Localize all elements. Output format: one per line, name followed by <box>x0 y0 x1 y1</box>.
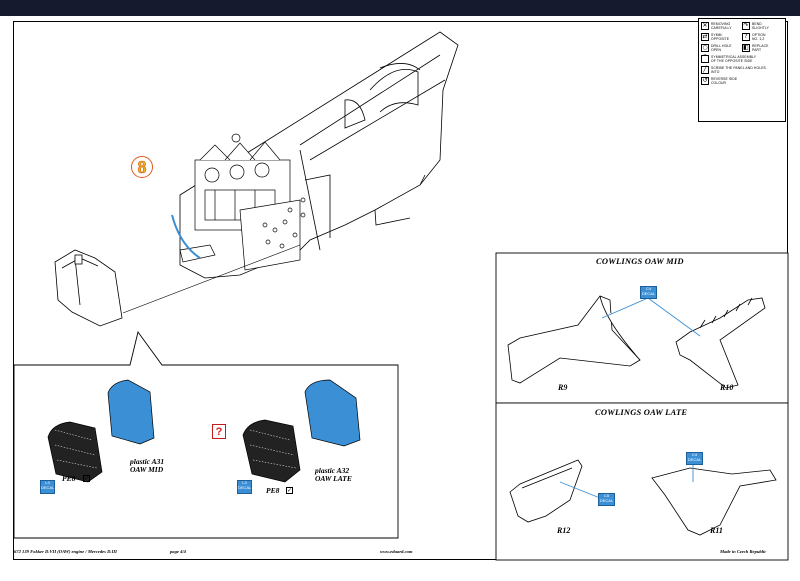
check-icon: ✓ <box>286 487 293 494</box>
part-label-r12: R12 <box>557 526 571 535</box>
replace-icon: ◧ <box>742 44 750 52</box>
panel-mid-drawing <box>507 295 766 389</box>
detail-inset-border <box>13 330 399 539</box>
pe-part-label: PE8 <box>266 486 280 495</box>
footer-origin: Made in Czech Republic <box>720 549 767 554</box>
panel-mid-title: COWLINGS OAW MID <box>596 256 684 266</box>
legend-item-scribe: ╱SCRIBE THE PANEL AND HOLES INTO <box>701 66 783 74</box>
legend-row: ↺REVERSE SIDE COLOUR <box>701 77 783 85</box>
part-label-r10: R10 <box>720 383 734 392</box>
legend-row: ⌒SYMMETRICAL ASSEMBLY OF THE OPPOSITE SI… <box>701 55 783 63</box>
detail-right-drawing <box>242 379 361 483</box>
legend-row: ○DRILL HOLE OPEN ◧REPLACE PART <box>701 44 783 52</box>
legend-row: ✕REMOVING CAREFULLY ↷BEND SLIGHTLY <box>701 22 783 30</box>
legend-text: SYMM. OPPOSITE <box>711 33 730 41</box>
footer-website: www.eduard.com <box>380 549 413 554</box>
decal-callout: C5 DECAL <box>598 493 615 506</box>
top-banner <box>0 0 800 16</box>
legend-text: REMOVING CAREFULLY <box>711 22 732 30</box>
reverse-icon: ↺ <box>701 77 709 85</box>
fuselage-drawing <box>179 31 459 279</box>
bend-icon: ↷ <box>742 22 750 30</box>
engine-drawing <box>179 133 306 271</box>
drill-icon: ○ <box>701 44 709 52</box>
leader-line <box>122 244 301 314</box>
decal-callout: L3 DECAL <box>237 480 252 494</box>
symbol-legend: ✕REMOVING CAREFULLY ↷BEND SLIGHTLY ⇄SYMM… <box>698 18 786 122</box>
step-number: 8 <box>137 156 147 177</box>
decal-callout: L3 DECAL <box>40 480 55 494</box>
plastic-part-label: plastic A32 OAW LATE <box>315 466 352 483</box>
remove-icon: ✕ <box>701 22 709 30</box>
check-icon: ✓ <box>83 475 90 482</box>
legend-item-symmetrical: ⇄SYMM. OPPOSITE <box>701 33 742 41</box>
legend-item-remove: ✕REMOVING CAREFULLY <box>701 22 742 30</box>
legend-row: ╱SCRIBE THE PANEL AND HOLES INTO <box>701 66 783 74</box>
decal-callout: C4 DECAL <box>686 452 703 465</box>
fold-icon: ⌒ <box>701 55 709 63</box>
legend-text: REPLACE PART <box>752 44 769 52</box>
legend-item-replace: ◧REPLACE PART <box>742 44 783 52</box>
legend-text: DRILL HOLE OPEN <box>711 44 732 52</box>
legend-text: REVERSE SIDE COLOUR <box>711 77 738 85</box>
legend-item-bend: ↷BEND SLIGHTLY <box>742 22 783 30</box>
cowling-part-drawing <box>54 249 123 327</box>
decal-callout: C4 DECAL <box>640 286 657 299</box>
legend-item-reverse: ↺REVERSE SIDE COLOUR <box>701 77 783 85</box>
option-mark: ? <box>212 424 226 439</box>
step-number-badge: 8 <box>131 156 153 178</box>
legend-text: SYMMETRICAL ASSEMBLY OF THE OPPOSITE SID… <box>711 55 757 63</box>
panel-mid-border <box>495 252 789 404</box>
legend-item-option: ?OPTION NO. 1,2 <box>742 33 783 41</box>
panel-late-title: COWLINGS OAW LATE <box>595 407 688 417</box>
plastic-part-label: plastic A31 OAW MID <box>130 457 165 474</box>
legend-text: BEND SLIGHTLY <box>752 22 769 30</box>
legend-text: OPTION NO. 1,2 <box>752 33 766 41</box>
footer-page: page 4/4 <box>170 549 186 554</box>
part-label-r9: R9 <box>558 383 568 392</box>
option-icon: ? <box>742 33 750 41</box>
scribe-icon: ╱ <box>701 66 709 74</box>
callout-leaders <box>559 297 701 499</box>
panel-late-drawing <box>509 459 777 536</box>
legend-item-drill: ○DRILL HOLE OPEN <box>701 44 742 52</box>
legend-text: SCRIBE THE PANEL AND HOLES INTO <box>711 66 766 74</box>
pe-part-label: PE8 <box>62 474 76 483</box>
part-label-r11: R11 <box>710 526 723 535</box>
legend-row: ⇄SYMM. OPPOSITE ?OPTION NO. 1,2 <box>701 33 783 41</box>
symmetrical-icon: ⇄ <box>701 33 709 41</box>
legend-item-fold: ⌒SYMMETRICAL ASSEMBLY OF THE OPPOSITE SI… <box>701 55 783 63</box>
blue-highlight <box>171 214 201 259</box>
footer-kit-title: 672 139 Fokker D.VII (OAW) engine / Merc… <box>14 549 117 554</box>
detail-left-drawing <box>47 379 155 483</box>
